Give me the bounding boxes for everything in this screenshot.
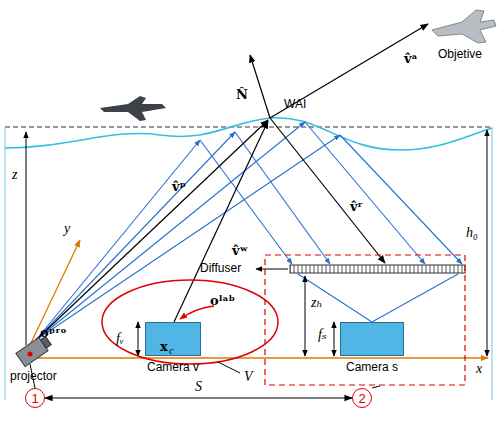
callout-number: 2 [358,391,365,406]
camera-label: Camera s [346,360,398,374]
axis-label: y [64,222,70,236]
origin-label: oᵖʳᵒ [40,326,67,339]
point-label: x [160,340,168,353]
vector-label: v̂ʳ [350,200,363,213]
callout-circle: 1 [25,388,45,408]
normal-vector: N̂ [236,88,248,101]
axis-label: x [476,362,482,376]
dimension-label: zₕ [311,296,323,310]
camera-box: Camera s [340,322,404,356]
point-label: c [169,346,173,356]
region-label: V [244,370,253,384]
vector-label: v̂ᵖ [172,180,186,193]
callout-circle: 2 [352,388,372,408]
part-label: Diffuser [200,262,241,274]
callout-number: 1 [31,391,38,406]
camera-label: Camera v [147,360,199,374]
dimension-arrow [45,397,352,398]
axis-label: z [12,168,17,182]
dimension-label: fₛ [318,328,327,342]
surface-label: WAI [284,98,306,110]
vector-label: v̂ʷ [232,244,248,257]
target-label: Objetive [438,48,482,60]
dimension-label: h₀ [466,226,478,240]
edge-label: S [193,380,204,394]
dimension-label: fᵥ [116,332,124,346]
origin-label: oˡᵃᵇ [210,294,235,307]
part-label: projector [10,370,57,382]
vector-label: v̂ᵃ [404,52,418,65]
